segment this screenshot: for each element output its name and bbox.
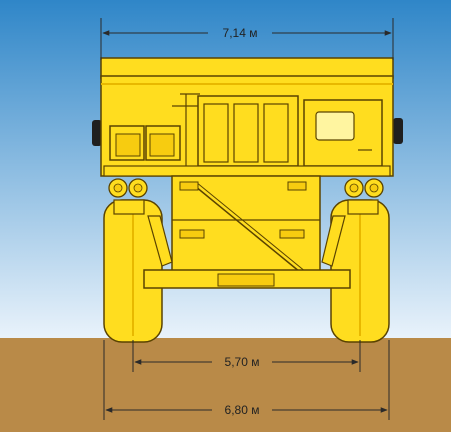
left-mirror bbox=[92, 120, 102, 146]
ground bbox=[0, 338, 451, 432]
radiator-grille bbox=[197, 95, 299, 167]
right-mirror bbox=[393, 118, 403, 144]
bumper bbox=[143, 269, 351, 289]
front-frame bbox=[171, 175, 321, 281]
deck-plate bbox=[103, 165, 391, 177]
cab bbox=[303, 99, 383, 167]
suspension-struts bbox=[147, 215, 346, 267]
inner-track-label: 5,70 м bbox=[225, 355, 260, 369]
dimension-outer-track: 6,80 м bbox=[103, 340, 390, 420]
dimension-inner-track: 5,70 м bbox=[132, 340, 361, 372]
cab-window bbox=[315, 111, 355, 141]
left-headlights bbox=[108, 178, 148, 215]
dimension-overall-width: 7,14 м bbox=[100, 18, 394, 60]
outer-track-label: 6,80 м bbox=[225, 403, 260, 417]
handrail bbox=[172, 93, 200, 170]
right-headlights bbox=[344, 178, 384, 215]
overall-width-label: 7,14 м bbox=[223, 26, 258, 40]
left-air-filters bbox=[109, 125, 181, 161]
